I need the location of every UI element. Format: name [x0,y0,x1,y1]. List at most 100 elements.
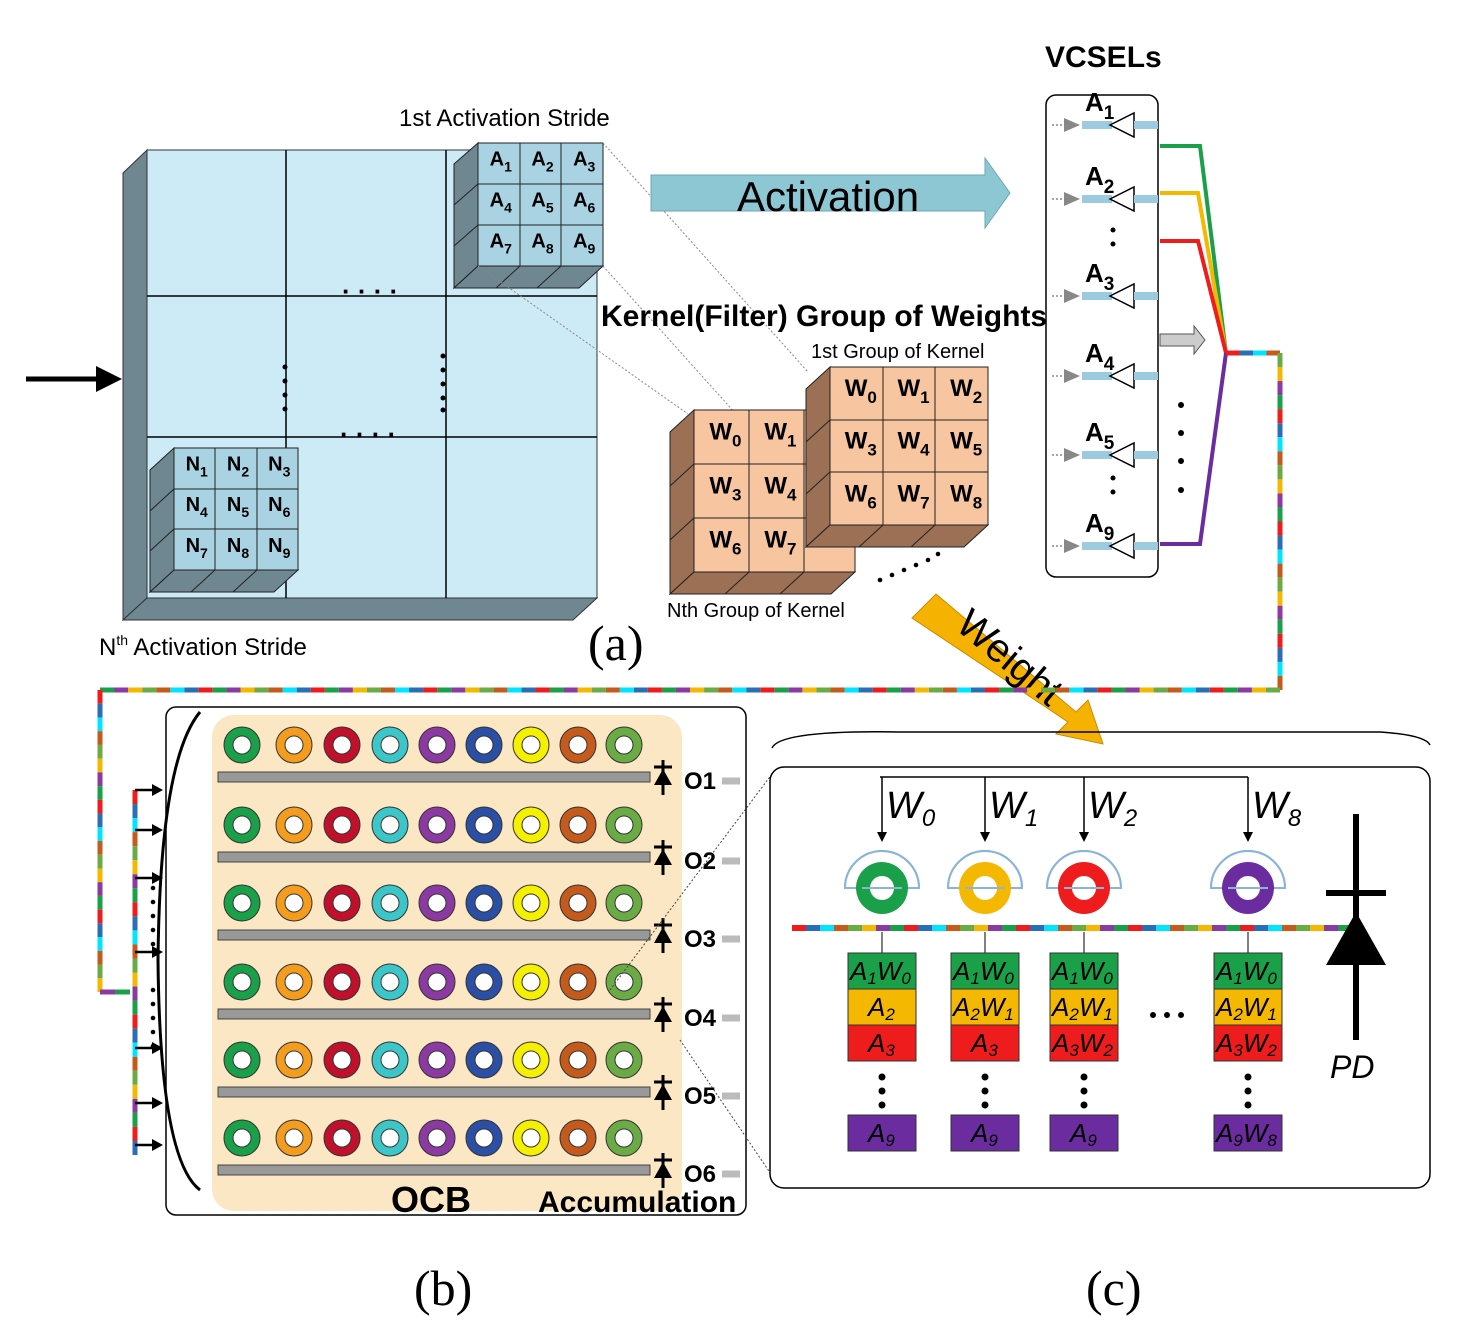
product-text: A2W1 [1214,992,1277,1024]
vcsel-label: A4 [1085,338,1115,375]
vcsel-row: A4 [1052,338,1158,390]
panel-c: W0A1W0A2A3A9W1A1W0A2W1A3A9W2A1W0A2W1A3W2… [769,731,1431,1316]
brace-c [771,731,1431,749]
vcsel-row: A9 [1052,508,1158,560]
caption-c: (c) [1086,1260,1142,1316]
kernel-group-title: Kernel(Filter) Group of Weights [601,300,1047,333]
row-dots-1: · · · · [342,276,398,306]
waveguide [217,771,651,783]
cube-cell-label: A3 [573,149,595,175]
cube-cell-label: W7 [764,527,796,559]
output-photodiode-icon [654,918,672,953]
cube-cell-label: N4 [186,494,208,520]
waveguide [217,1086,651,1098]
cube-cell-label: W3 [845,428,877,460]
feature-map-bottom-face [121,597,599,621]
cube-cell-label: N5 [227,494,249,520]
product-cell: A2 [847,988,917,1026]
cube-cell-label: W1 [897,375,929,407]
product-cell: A2W1 [1213,988,1283,1026]
cube-cell-label: W6 [845,480,877,512]
product-text: A1W0 [1214,956,1277,988]
output-label: O2 [684,848,716,875]
product-cell: A2W1 [1049,988,1119,1026]
vcsel-row: A3 [1052,258,1158,310]
ocb-row: O3 [217,884,740,953]
product-text: A9 [866,1118,895,1150]
product-text: A2W1 [951,992,1014,1024]
cube-cell-label: N6 [268,494,290,520]
col-dots [282,353,446,413]
projection-lines [477,142,809,495]
cube-cell-label: N9 [268,535,290,561]
cube-cell-label: A7 [490,231,512,257]
cube-cell-label: N2 [227,453,249,479]
zoom-lines [609,769,776,1181]
cube-cell-label: N7 [186,535,208,561]
product-text: A2W1 [1050,992,1113,1024]
weight-input-label: W2 [1088,785,1137,832]
cube-cell-label: A1 [490,149,512,175]
cube-cell-label: W0 [845,375,877,407]
product-text: A2 [866,992,895,1024]
product-cell: A3W2 [1213,1024,1283,1062]
output-label: O1 [684,768,716,795]
cube-cell-label: W4 [764,473,797,505]
cube-cell-label: N8 [227,535,249,561]
cube-cell-label: W4 [897,428,930,460]
vcsel-label: A2 [1085,161,1114,198]
weight-arrow: Weight [911,593,1104,745]
cube-cell-label: A2 [531,149,553,175]
ocb-row: O5 [217,1041,740,1110]
output-label: O4 [684,1005,717,1032]
weight-input-label: W0 [886,785,936,832]
cube-cell-label: W1 [764,419,796,451]
pd-label: PD [1330,1049,1374,1085]
waveguide [217,929,651,941]
row-dots-2: · · · · [340,419,396,449]
cube-cell-label: A8 [531,231,553,257]
product-cell: A1W0 [950,952,1020,990]
ocb-row: O1 [217,726,740,795]
cube-cell-label: W8 [950,480,982,512]
product-text: A9W8 [1214,1118,1277,1150]
ocb-row: O4 [217,963,740,1032]
output-photodiode-icon [654,840,672,875]
product-cell: A3 [950,1024,1020,1062]
cube-cell-label: W5 [950,428,982,460]
accumulation-label: Accumulation [538,1186,736,1219]
left-bracket [156,711,202,1192]
product-cell: A9 [950,1114,1020,1152]
product-cell: A1W0 [1213,952,1283,990]
output-label: O5 [684,1083,716,1110]
vcsel-title: VCSELs [1045,41,1162,74]
product-cell: A9 [1049,1114,1119,1152]
product-cell: A1W0 [1049,952,1119,990]
cube-cell-label: W2 [950,375,982,407]
wdm-bus [97,350,1283,1155]
nth-kernel-label: Nth Group of Kernel [667,600,845,622]
waveguide [217,1164,651,1176]
product-cell: A9 [847,1114,917,1152]
vcsel-label: A1 [1085,87,1115,124]
vcsel-row: A1 [1052,87,1158,139]
product-cell: A2W1 [950,988,1020,1026]
kernel-dots [877,551,941,583]
weight-label: Weight [948,601,1071,714]
vcsel-row: A2 [1052,161,1158,213]
waveguide [217,851,651,863]
product-text: A1W0 [951,956,1014,988]
product-cell: A3W2 [1049,1024,1119,1062]
cube-cell-label: W6 [709,527,741,559]
vcsel-label: A9 [1085,508,1114,545]
first-kernel-label: 1st Group of Kernel [811,341,984,363]
vcsel-dots [1110,227,1184,495]
caption-b: (b) [414,1260,472,1316]
vcsel-row: A5 [1052,417,1158,469]
